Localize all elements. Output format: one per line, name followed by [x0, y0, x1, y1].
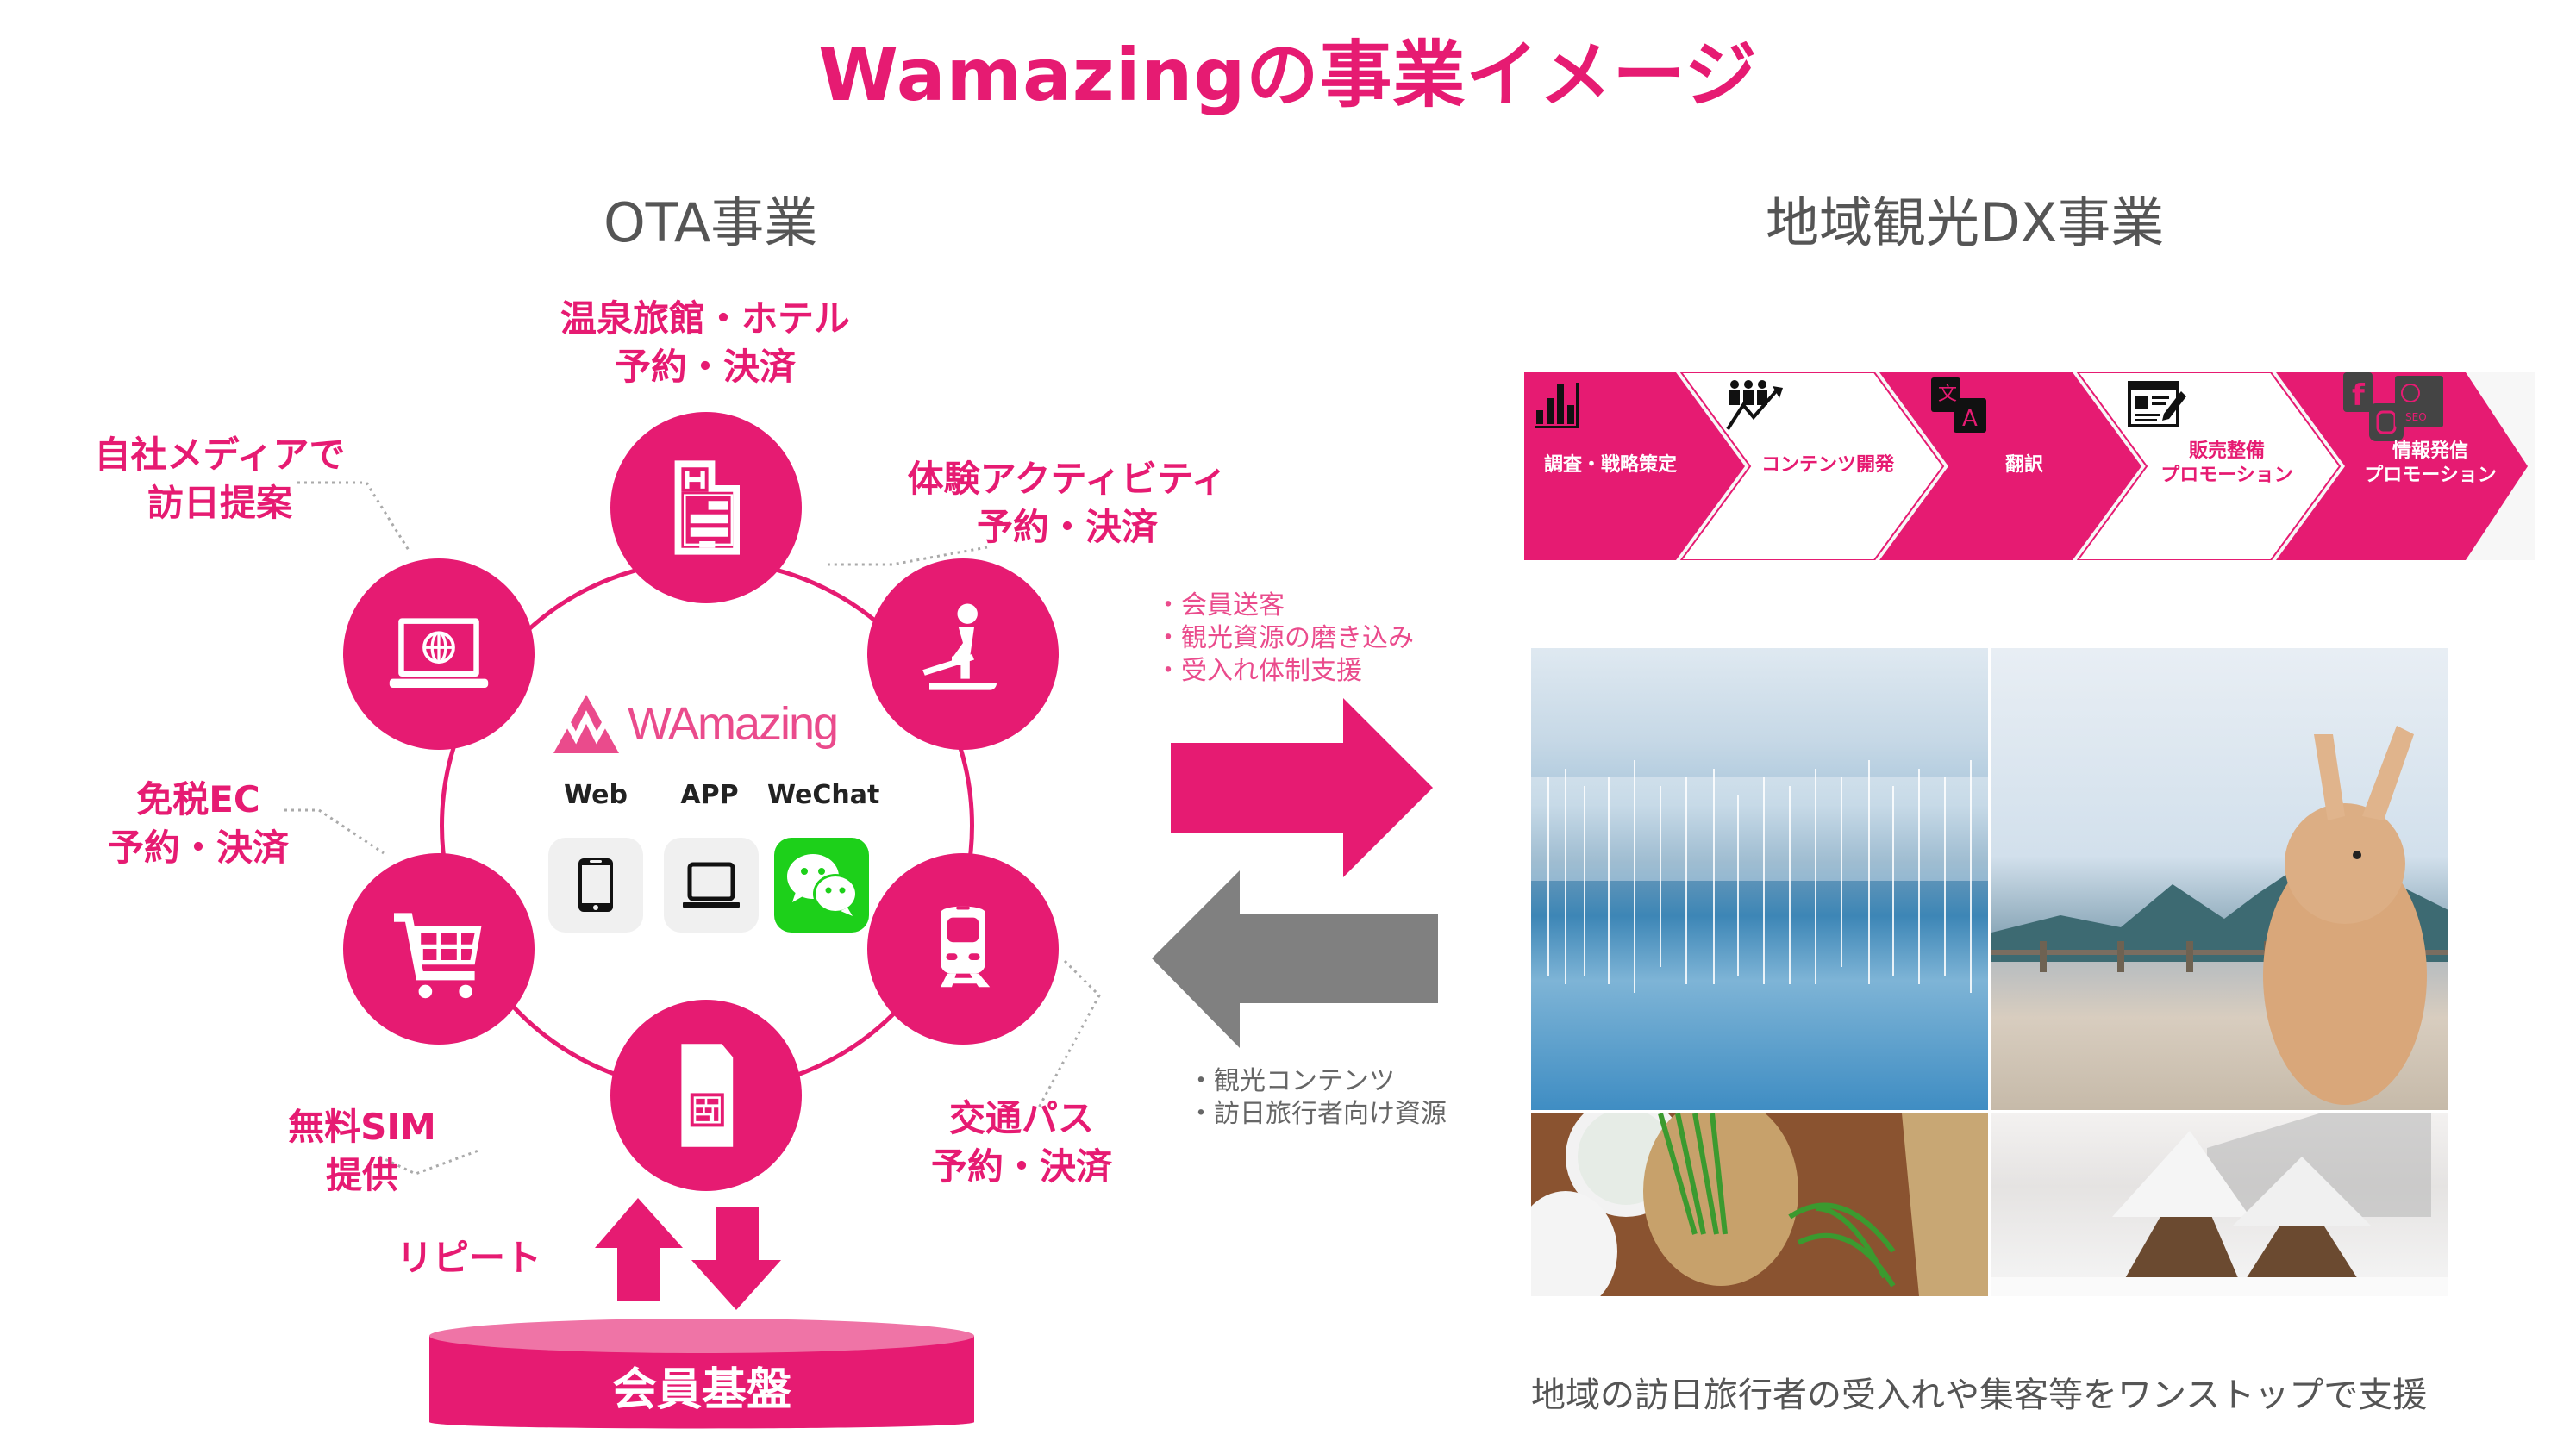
repeat-arrows	[595, 1198, 781, 1310]
social-seo-icon: f SEO	[2343, 372, 2443, 441]
step-sales-promo: 販売整備 プロモーション	[2160, 440, 2293, 486]
wamazing-mountain-icon	[553, 695, 619, 753]
svg-text:文: 文	[1938, 384, 1957, 405]
translate-icon: 文 A	[1931, 377, 1986, 433]
train-icon	[941, 906, 991, 988]
snowy-gassho-village-photo	[1991, 1114, 2448, 1296]
step-research: 調査・戦略策定	[1543, 454, 1677, 476]
svg-text:SEO: SEO	[2405, 411, 2427, 423]
to-region-bullets: ・会員送客 ・観光資源の磨き込み ・受入れ体制支援	[1155, 590, 1414, 686]
mountain-vegetables-photo	[1531, 1114, 1988, 1296]
channel-web-label: Web	[564, 780, 628, 810]
member-base-label: 会員基盤	[611, 1364, 791, 1416]
dx-caption: 地域の訪日旅行者の受入れや集客等をワンストップで支援	[1531, 1376, 2428, 1415]
member-base-cylinder	[429, 1319, 974, 1429]
sim-card-icon	[681, 1044, 734, 1147]
svg-text:f: f	[2352, 378, 2366, 413]
hotel-node	[610, 412, 802, 603]
channel-wechat-tile	[774, 838, 869, 933]
step-translation: 翻訳	[2004, 454, 2043, 476]
hotel-icon	[674, 460, 740, 555]
arrow-down-icon	[691, 1207, 781, 1310]
web-edit-icon	[2128, 381, 2186, 427]
page-title: Wamazingの事業イメージ	[818, 33, 1758, 117]
activity-label: 体験アクティビティ 予約・決済	[907, 458, 1228, 548]
ota-heading: OTA事業	[603, 191, 818, 254]
bar-chart-icon	[1535, 383, 1579, 428]
step-info-promo: 情報発信 プロモーション	[2364, 440, 2497, 486]
leader-lines	[284, 481, 1101, 1176]
channel-wechat-label: WeChat	[767, 780, 880, 810]
channel-app-tile	[664, 838, 759, 933]
channel-app-label: APP	[680, 780, 739, 810]
ski-icon	[922, 603, 997, 690]
dx-process-chevrons: 文 A f SEO 調査・戦略策定 コンテンツ開発 翻訳 販売整備 プロモーショ…	[1524, 372, 2535, 560]
repeat-label: リピート	[397, 1237, 542, 1279]
channel-web-tile	[548, 838, 643, 933]
smartphone-icon	[578, 858, 613, 912]
blue-pond-winter-photo	[1531, 648, 1988, 1110]
svg-text:A: A	[1962, 406, 1978, 432]
transport-label: 交通パス 予約・決済	[930, 1097, 1112, 1188]
wamazing-logo: WAmazing	[552, 689, 862, 758]
ec-label: 免税EC 予約・決済	[107, 778, 289, 869]
hotel-label: 温泉旅館・ホテル 予約・決済	[560, 297, 850, 388]
media-node	[343, 558, 535, 750]
dx-heading: 地域観光DX事業	[1766, 191, 2165, 254]
sim-label: 無料SIM 提供	[288, 1106, 436, 1196]
arrow-left-icon	[1152, 870, 1438, 1048]
media-label: 自社メディアで 訪日提案	[94, 434, 346, 524]
laptop-globe-icon	[389, 618, 489, 688]
activity-node	[867, 558, 1059, 750]
laptop-icon	[683, 862, 740, 908]
shopping-cart-icon	[394, 913, 482, 999]
arrow-up-icon	[595, 1198, 683, 1301]
wechat-icon	[787, 854, 858, 916]
step-content-dev: コンテンツ開発	[1760, 454, 1894, 476]
ec-node	[343, 853, 535, 1045]
rabbit-island-photo	[1991, 648, 2448, 1110]
to-ota-bullets: ・観光コンテンツ ・訪日旅行者向け資源	[1188, 1066, 1447, 1129]
arrow-right-icon	[1171, 698, 1433, 877]
people-growth-icon	[1726, 380, 1783, 431]
transport-node	[867, 853, 1059, 1045]
sim-node	[610, 1000, 802, 1191]
